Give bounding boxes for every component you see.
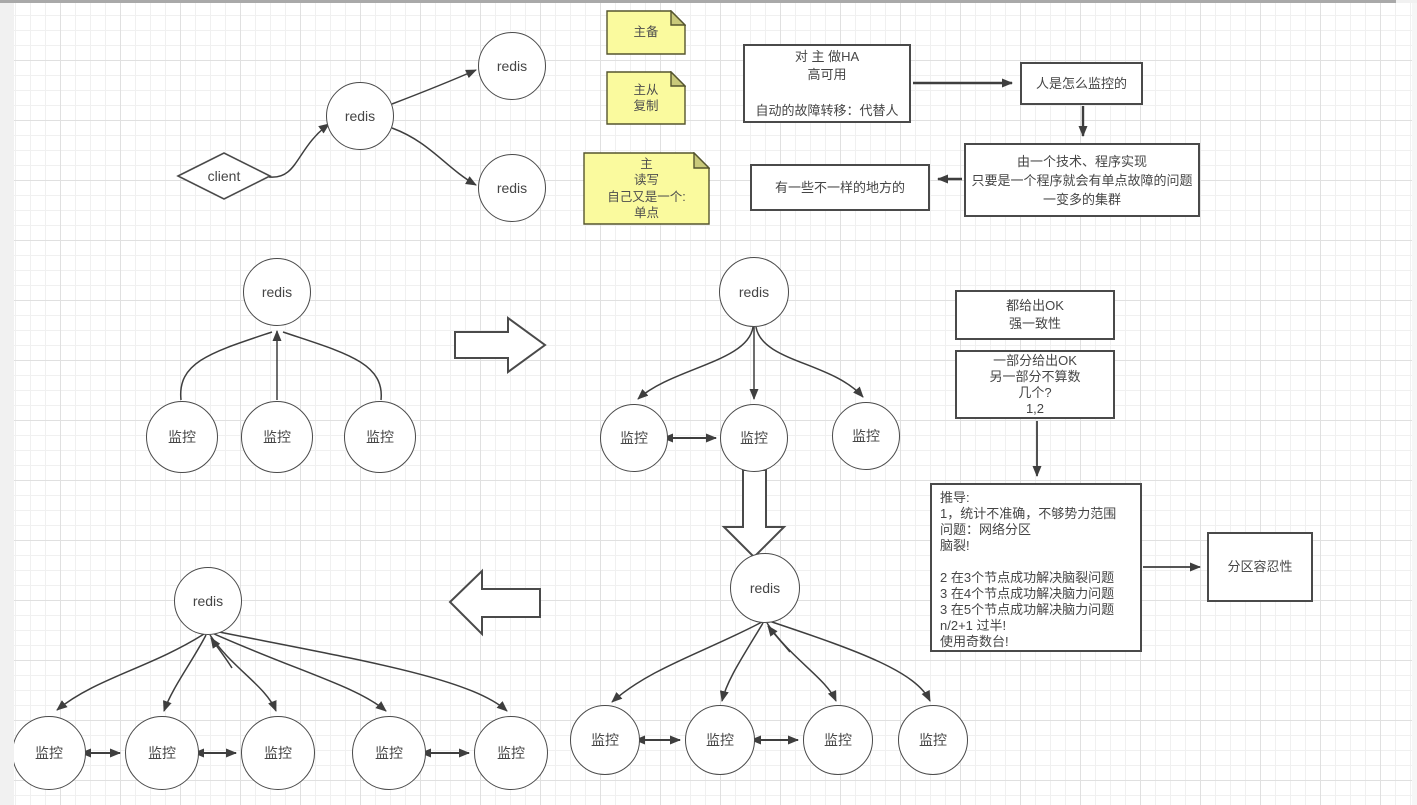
bm-monitor-1-node[interactable]: 监控	[570, 705, 640, 775]
bl-monitor-5-node[interactable]: 监控	[474, 716, 548, 790]
node-label: 监控	[620, 430, 648, 446]
sticky-note-shape	[606, 9, 687, 55]
bl-redis-node[interactable]: redis	[174, 567, 242, 635]
node-label: 监控	[824, 732, 852, 748]
partial-ok-box[interactable]: 一部分给出OK 另一部分不算数 几个? 1,2	[955, 350, 1115, 419]
sticky-note-shape	[583, 151, 711, 225]
node-label: 监控	[375, 745, 403, 761]
bottom-middle-fan-connectors[interactable]	[611, 620, 931, 745]
how-monitor-box[interactable]: 人是怎么监控的	[1020, 62, 1143, 105]
mc-monitor-1-node[interactable]: 监控	[600, 404, 668, 472]
different-box[interactable]: 有一些不一样的地方的	[750, 164, 930, 211]
node-label: redis	[192, 593, 224, 609]
bm-monitor-4-node[interactable]: 监控	[898, 705, 968, 775]
node-label: 监控	[148, 745, 176, 761]
node-label: 监控	[168, 429, 196, 445]
node-label: 监控	[264, 745, 292, 761]
flow-arrows[interactable]	[913, 78, 1201, 572]
ml-monitor-2-node[interactable]: 监控	[241, 401, 313, 473]
node-label: redis	[261, 284, 293, 300]
node-label: 监控	[919, 732, 947, 748]
client-node-label: client	[207, 168, 241, 184]
ha-box[interactable]: 对 主 做HA 高可用 自动的故障转移：代替人	[743, 44, 911, 123]
node-label: 监控	[263, 429, 291, 445]
bl-monitor-1-node[interactable]: 监控	[12, 716, 86, 790]
node-label: 监控	[35, 745, 63, 761]
bl-monitor-4-node[interactable]: 监控	[352, 716, 426, 790]
redis-master-node[interactable]: redis	[326, 82, 394, 150]
sticky-note-master-slave[interactable]: 主从 复制	[606, 70, 687, 125]
redis-to-monitors-connectors[interactable]	[637, 326, 864, 443]
client-diamond[interactable]	[176, 152, 272, 200]
monitors-to-redis-connectors[interactable]	[180, 330, 382, 401]
node-label: 监控	[497, 745, 525, 761]
left-panel-edge	[0, 3, 14, 805]
sticky-note-text: 主备	[633, 25, 659, 40]
bm-monitor-2-node[interactable]: 监控	[685, 705, 755, 775]
node-label: 监控	[366, 429, 394, 445]
client-redis-connectors[interactable]	[268, 69, 477, 186]
block-arrow-down[interactable]	[721, 469, 787, 559]
ml-monitor-1-node[interactable]: 监控	[146, 401, 218, 473]
sticky-note-single-point[interactable]: 主 读写 自己又是一个: 单点	[583, 151, 711, 225]
bl-monitor-2-node[interactable]: 监控	[125, 716, 199, 790]
node-label: redis	[344, 108, 376, 124]
redis-replica-top-node[interactable]: redis	[478, 32, 546, 100]
all-ok-box[interactable]: 都给出OK 强一致性	[955, 290, 1115, 340]
ml-monitor-3-node[interactable]: 监控	[344, 401, 416, 473]
node-label: 监控	[591, 732, 619, 748]
node-label: redis	[749, 580, 781, 596]
bottom-left-fan-connectors[interactable]	[56, 630, 508, 758]
partition-tolerance-box[interactable]: 分区容忍性	[1207, 532, 1313, 602]
derivation-box[interactable]: 推导: 1，统计不准确，不够势力范围 问题：网络分区 脑裂! 2 在3个节点成功…	[930, 483, 1142, 652]
node-label: 监控	[852, 428, 880, 444]
node-label: 监控	[706, 732, 734, 748]
sticky-note-primary-backup[interactable]: 主备	[606, 9, 687, 55]
tech-box[interactable]: 由一个技术、程序实现 只要是一个程序就会有单点故障的问题 一变多的集群	[964, 143, 1200, 217]
sticky-note-text: 主从 复制	[633, 82, 659, 114]
sticky-note-text: 主 读写 自己又是一个: 单点	[607, 156, 686, 221]
node-label: redis	[738, 284, 770, 300]
vertical-scrollbar-track[interactable]	[1412, 3, 1417, 805]
sticky-note-shape	[606, 70, 687, 125]
block-arrow-right[interactable]	[454, 316, 547, 374]
mc-monitor-3-node[interactable]: 监控	[832, 402, 900, 470]
mc-redis-node[interactable]: redis	[719, 257, 789, 327]
node-label: redis	[496, 180, 528, 196]
block-arrow-left[interactable]	[448, 568, 541, 637]
node-label: redis	[496, 58, 528, 74]
node-label: 监控	[740, 430, 768, 446]
redis-replica-bottom-node[interactable]: redis	[478, 154, 546, 222]
bm-redis-node[interactable]: redis	[730, 553, 800, 623]
ml-redis-node[interactable]: redis	[243, 258, 311, 326]
mc-monitor-2-node[interactable]: 监控	[720, 404, 788, 472]
bl-monitor-3-node[interactable]: 监控	[241, 716, 315, 790]
horizontal-scrollbar-thumb[interactable]	[0, 0, 1396, 3]
bm-monitor-3-node[interactable]: 监控	[803, 705, 873, 775]
